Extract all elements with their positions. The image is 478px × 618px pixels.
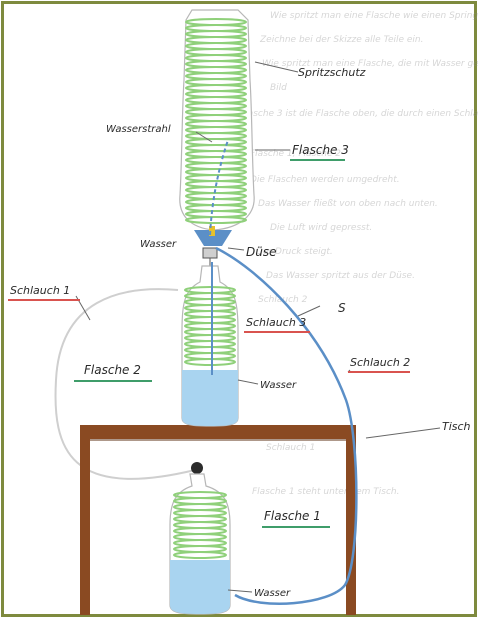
label-wasser-mid: Wasser [260,380,297,391]
label-schlauch-2: Schlauch 2 [350,356,410,369]
label-wasserstrahl: Wasserstrahl [106,124,171,135]
label-schlauch-3: Schlauch 3 [246,316,306,329]
background-text-line: Das Wasser fließt von oben nach unten. [258,199,438,209]
background-text-line: Zeichne bei der Skizze alle Teile ein. [259,35,424,45]
label-wasser-bottom: Wasser [254,588,291,599]
bottle-3 [180,10,254,230]
label-flasche-3: Flasche 3 [292,143,349,157]
label-tisch: Tisch [442,420,471,433]
background-text-line: Wie spritzt man eine Flasche, die mit Wa… [262,59,478,69]
background-text-line: Flasche 3 ist die Flasche oben, die durc… [240,109,478,119]
label-flasche-1: Flasche 1 [264,509,321,523]
background-text-line: Das Wasser spritzt aus der Düse. [266,271,415,281]
label-schlauch-1: Schlauch 1 [10,284,70,297]
background-text-line: Bild [270,83,287,93]
label-flasche-2: Flasche 2 [84,363,141,377]
label-duese: Düse [246,245,276,259]
background-text-line: Flasche 1 steht unter dem Tisch. [252,487,399,497]
background-text-line: Die Luft wird gepresst. [270,223,372,233]
label-spritzschutz: Spritzschutz [298,66,366,79]
label-s: S [338,301,346,315]
bottle-2 [182,266,238,426]
label-wasser-top: Wasser [140,239,177,250]
background-text-line: Schlauch 1 [266,443,315,453]
background-text-line: Wie spritzt man eine Flasche wie einen S… [270,11,478,21]
spring-coils-bottle-3 [186,19,246,223]
background-text-line: Die Flaschen werden umgedreht. [250,175,400,185]
